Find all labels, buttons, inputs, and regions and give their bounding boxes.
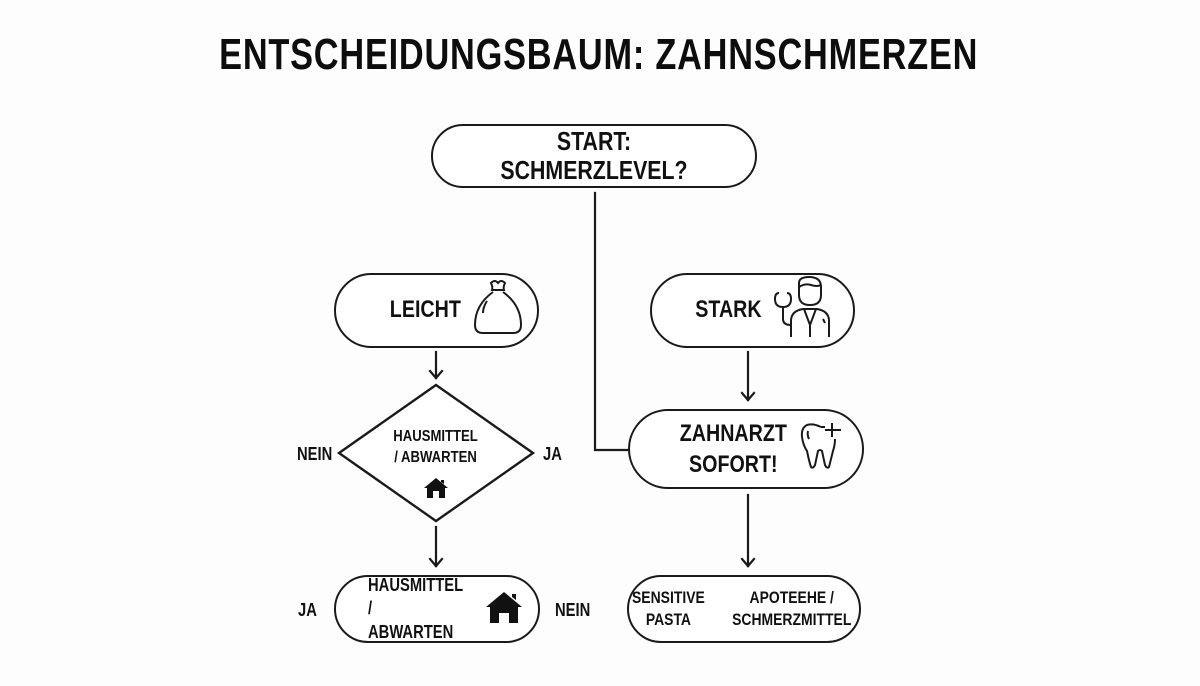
house-icon: [360, 477, 512, 504]
zahnarzt-line2: SOFORT!: [689, 451, 778, 478]
hausmittel-node[interactable]: HAUSMITTEL / ABWARTEN: [334, 575, 540, 643]
apotheke-col1-line1: SENSITIVE: [631, 587, 705, 607]
hausmittel-left-label: JA: [298, 600, 317, 620]
leicht-node[interactable]: LEICHT: [334, 273, 539, 348]
tooth-icon: [799, 421, 845, 478]
stark-node[interactable]: STARK: [650, 273, 855, 348]
decision-diamond: [336, 383, 536, 523]
decision-line1: HAUSMITTEL: [393, 428, 479, 445]
start-label: START: SCHMERZLEVEL?: [500, 126, 688, 185]
hausmittel-line1: HAUSMITTEL /: [368, 574, 463, 619]
page-title: ENTSCHEIDUNGSBAUM: ZAHNSCHMERZEN: [219, 30, 979, 79]
apotheke-node[interactable]: SENSITIVE PASTA APOTEEHE / SCHMERZMITTEL: [627, 575, 861, 643]
start-to-zahnarzt-line: [593, 191, 630, 452]
hausmittel-right-label: NEIN: [555, 600, 591, 620]
start-node[interactable]: START: SCHMERZLEVEL?: [431, 124, 757, 188]
stark-label: STARK: [695, 296, 762, 324]
zahnarzt-line1: ZAHNARZT: [679, 419, 787, 447]
zahnarzt-node[interactable]: ZAHNARZT SOFORT!: [628, 409, 864, 489]
apotheke-col2-line2: SCHMERZMITTEL: [731, 610, 852, 629]
decision-line2: / ABWARTEN: [394, 448, 478, 466]
apotheke-col1-line2: PASTA: [645, 610, 691, 629]
bag-icon: [469, 277, 527, 344]
decision-left-label: NEIN: [297, 444, 333, 464]
leicht-label: LEICHT: [389, 296, 461, 324]
house-icon: [484, 590, 524, 629]
hausmittel-line2: ABWARTEN: [368, 621, 454, 642]
apotheke-col2-line1: APOTEEHE /: [749, 587, 834, 607]
doctor-icon: [771, 275, 835, 346]
decision-right-label: JA: [543, 444, 562, 464]
decision-node[interactable]: HAUSMITTEL / ABWARTEN: [360, 427, 512, 504]
